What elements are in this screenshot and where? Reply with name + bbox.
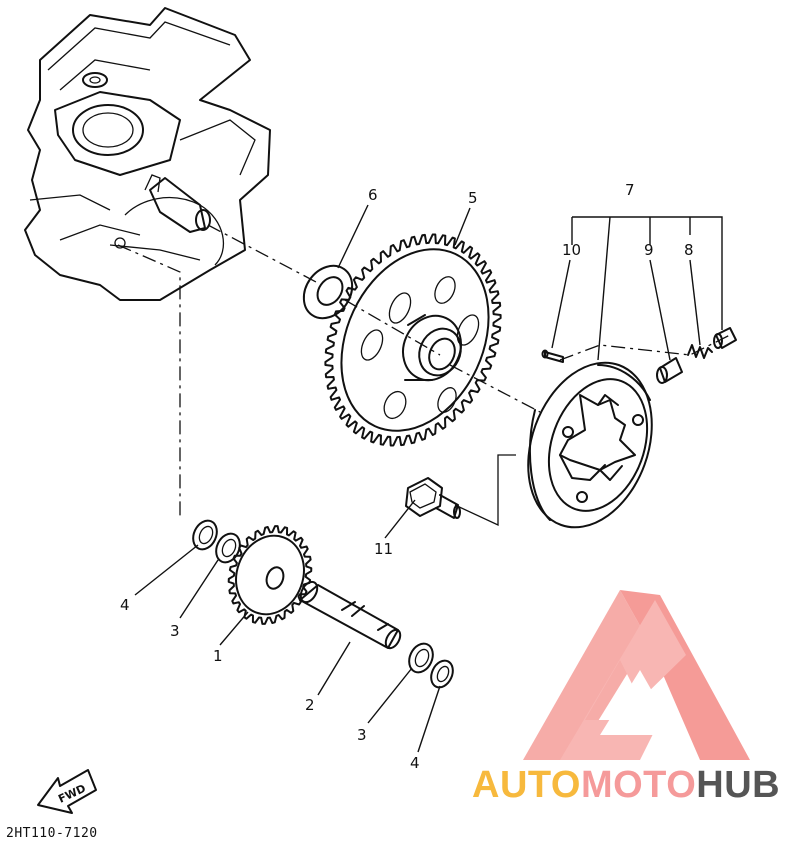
plunger-9 (656, 357, 683, 384)
callout-3-left: 3 (170, 622, 180, 640)
callout-7: 7 (625, 181, 635, 199)
callout-5: 5 (468, 189, 478, 207)
fwd-arrow-icon: FWD (37, 769, 97, 814)
callout-6: 6 (368, 186, 378, 204)
washer-3-right (408, 642, 434, 674)
brand-part-auto: AUTO (472, 764, 581, 806)
idler-gear-1 (227, 525, 313, 625)
roller-pin-10 (541, 349, 564, 363)
leader-lines (134, 204, 723, 753)
starter-wheel-gear-5 (324, 233, 502, 447)
callout-2: 2 (305, 696, 315, 714)
cap-7 (713, 327, 737, 349)
starter-clutch-7 (527, 361, 653, 529)
brand-part-hub: HUB (696, 764, 781, 806)
callout-1: 1 (213, 647, 223, 665)
engine-crankcase (24, 7, 271, 301)
callout-4-right: 4 (410, 754, 420, 772)
brand-part-moto: MOTO (580, 764, 697, 806)
idler-shaft-2 (299, 580, 402, 650)
callout-11: 11 (374, 540, 393, 558)
circlip-4-left (192, 519, 218, 551)
automotohub-logo-mark (523, 590, 750, 760)
washer-3-left (215, 532, 241, 564)
circlip-4-right (430, 659, 454, 689)
brand-wordmark: AUTOMOTOHUB (472, 764, 780, 807)
center-lines (117, 224, 731, 527)
callout-numbers: 6 5 7 10 9 8 11 4 3 1 2 3 4 (120, 181, 694, 772)
callout-10: 10 (562, 241, 581, 259)
washer-6 (302, 264, 354, 320)
drawing-code: 2HT110-7120 (6, 826, 98, 841)
callout-9: 9 (644, 241, 654, 259)
callout-3-right: 3 (357, 726, 367, 744)
spring-8 (687, 344, 713, 359)
callout-4-left: 4 (120, 596, 130, 614)
bolt-11 (405, 477, 461, 519)
callout-8: 8 (684, 241, 694, 259)
